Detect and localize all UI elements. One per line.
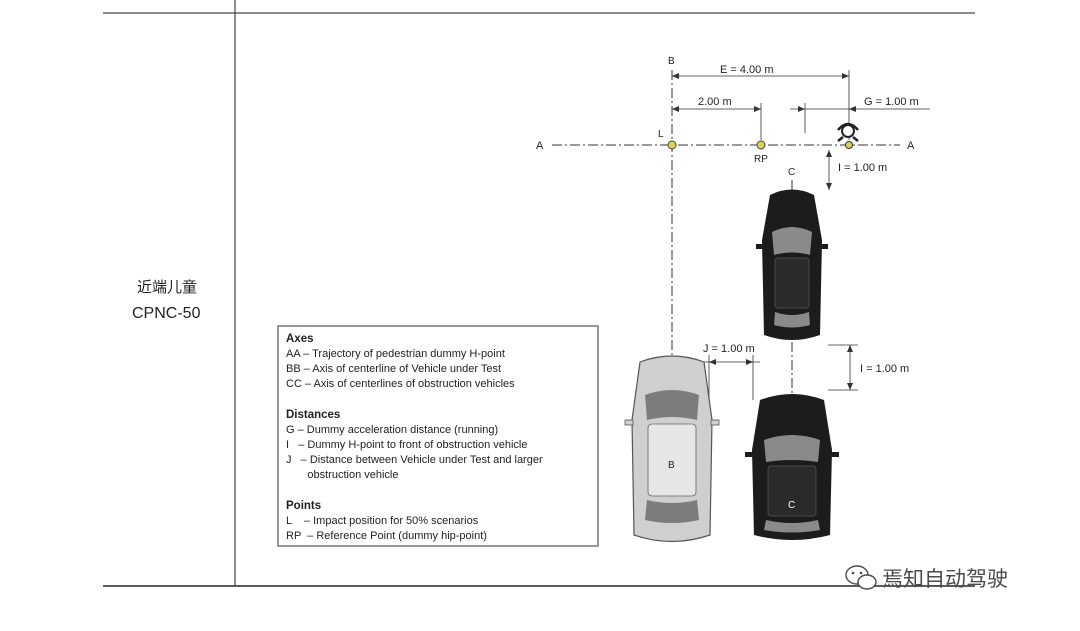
legend-distances-item: obstruction vehicle	[286, 469, 399, 481]
case-name-cn: 近端儿童	[137, 278, 198, 296]
dim-g-arrow-left	[798, 106, 805, 112]
dim-2m-arrow-left	[672, 106, 679, 112]
case-code: CPNC-50	[132, 305, 201, 322]
legend-points-item: L – Impact position for 50% scenarios	[286, 515, 479, 527]
obstruction-vehicle-top	[756, 189, 828, 340]
legend-distances-item: J – Distance between Vehicle under Test …	[286, 454, 543, 466]
dim-e-label: E = 4.00 m	[720, 64, 774, 76]
dim-j-arrow-right	[746, 359, 753, 365]
dim-j-arrow-left	[709, 359, 716, 365]
dim-i-top-arrow-down	[826, 183, 832, 190]
pedestrian-dummy-icon	[837, 122, 859, 149]
legend-axes-item: BB – Axis of centerline of Vehicle under…	[286, 363, 501, 375]
legend-box	[277, 325, 599, 547]
axis-b-top-label: B	[668, 56, 675, 67]
dim-e-arrow-left	[672, 73, 679, 79]
dim-i-top-label: I = 1.00 m	[838, 162, 887, 174]
legend-points-heading: Points	[286, 500, 321, 512]
axis-c-bottom-label: C	[788, 500, 795, 511]
axis-c-top-label: C	[788, 167, 795, 178]
axis-a-left-label: A	[536, 140, 544, 152]
point-rp-label: RP	[754, 154, 768, 165]
point-l-marker	[667, 140, 677, 150]
dim-i-mid-arrow-up	[847, 345, 853, 352]
axis-b-car-label: B	[668, 460, 675, 471]
legend-axes-item: CC – Axis of centerlines of obstruction …	[286, 378, 515, 390]
point-l-label: L	[658, 129, 664, 140]
vehicle-under-test	[624, 355, 720, 543]
dim-2m-arrow-right	[754, 106, 761, 112]
dim-e-arrow-right	[842, 73, 849, 79]
axis-a-right-label: A	[907, 140, 915, 152]
dim-g-label: G = 1.00 m	[864, 96, 919, 108]
dim-j-label: J = 1.00 m	[703, 343, 755, 355]
legend-distances-item: G – Dummy acceleration distance (running…	[286, 424, 498, 436]
dim-g-arrow-right	[849, 106, 856, 112]
dim-i-top-arrow-up	[826, 150, 832, 157]
dim-i-mid-label: I = 1.00 m	[860, 363, 909, 375]
dim-2m-label: 2.00 m	[698, 96, 732, 108]
legend-axes-item: AA – Trajectory of pedestrian dummy H-po…	[286, 348, 505, 360]
wechat-icon	[845, 565, 877, 590]
legend-distances-heading: Distances	[286, 409, 340, 421]
point-rp-marker	[756, 140, 766, 150]
legend-axes-heading: Axes	[286, 333, 314, 345]
dim-i-mid-arrow-down	[847, 383, 853, 390]
watermark-text: 焉知自动驾驶	[882, 567, 1008, 591]
legend-distances-item: I – Dummy H-point to front of obstructio…	[286, 439, 528, 451]
watermark: 焉知自动驾驶	[845, 565, 1008, 591]
legend-points-item: RP – Reference Point (dummy hip-point)	[286, 530, 487, 542]
legend: Axes AA – Trajectory of pedestrian dummy…	[286, 333, 543, 542]
obstruction-vehicle-bottom	[745, 394, 839, 540]
